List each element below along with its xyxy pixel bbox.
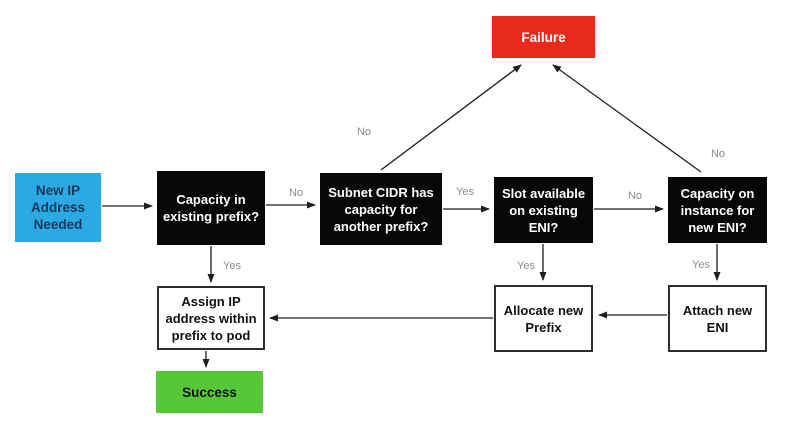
node-slot-eni: Slot available on existing ENI? [494, 177, 593, 243]
node-subnet-cidr: Subnet CIDR has capacity for another pre… [320, 173, 442, 245]
edge-label-slot-yes-allocate: Yes [517, 260, 535, 272]
node-label-success: Success [182, 384, 237, 400]
edge-label-capacity-yes-assign: Yes [223, 260, 241, 272]
node-assign-ip: Assign IP address within prefix to pod [157, 286, 265, 350]
node-label-attach-eni: Attach new ENI [682, 302, 753, 335]
node-capacity-prefix: Capacity in existing prefix? [157, 171, 265, 245]
node-failure: Failure [492, 16, 595, 58]
edge-label-capacityinstance-yes-attach: Yes [692, 259, 710, 271]
edge-label-capacity-no-subnet: No [288, 187, 304, 199]
node-allocate-prefix: Allocate new Prefix [494, 285, 593, 352]
node-label-failure: Failure [521, 29, 566, 45]
node-attach-eni: Attach new ENI [668, 285, 767, 352]
edge-label-subnet-no-failure: No [356, 126, 372, 138]
node-success: Success [156, 371, 263, 413]
node-new-ip-needed: New IP Address Needed [15, 173, 101, 242]
node-label-subnet-cidr: Subnet CIDR has capacity for another pre… [328, 184, 434, 234]
edge-arrow-capacityinstance-no-failure [552, 64, 702, 173]
node-label-slot-eni: Slot available on existing ENI? [501, 185, 586, 235]
edge-arrow-subnet-no-failure [380, 64, 522, 171]
node-label-new-ip-needed: New IP Address Needed [30, 183, 86, 232]
node-label-capacity-prefix: Capacity in existing prefix? [162, 192, 260, 224]
node-label-capacity-instance: Capacity on instance for new ENI? [680, 185, 755, 235]
node-label-allocate-prefix: Allocate new Prefix [503, 302, 584, 335]
node-capacity-instance: Capacity on instance for new ENI? [668, 177, 767, 243]
node-label-assign-ip: Assign IP address within prefix to pod [165, 293, 257, 343]
edge-label-capacityinstance-no-failure: No [710, 148, 726, 160]
edge-label-slot-no-capacityinstance: No [627, 190, 643, 202]
edge-label-subnet-yes-slot: Yes [456, 186, 474, 198]
